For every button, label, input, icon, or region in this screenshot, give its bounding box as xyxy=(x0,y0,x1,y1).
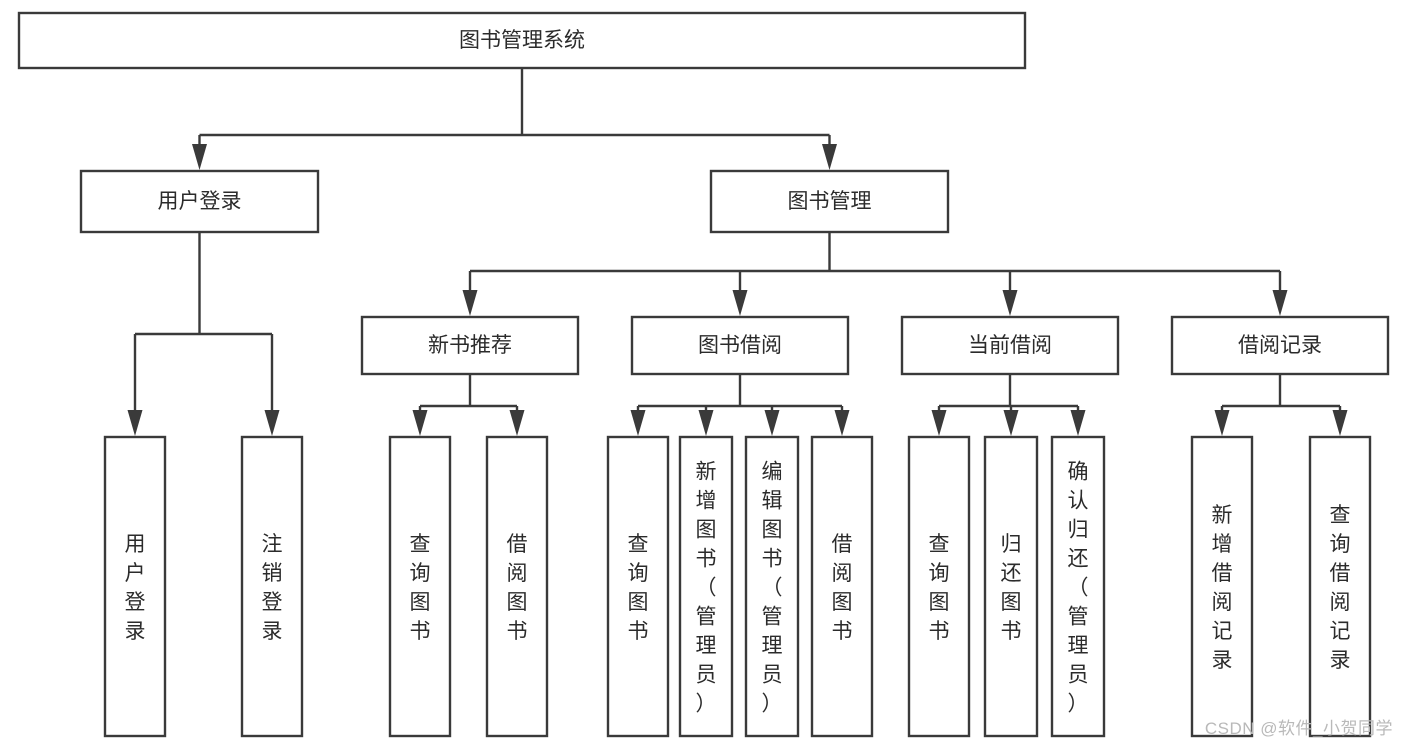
arrow-head-icon xyxy=(698,410,714,436)
node-box[interactable] xyxy=(1308,435,1372,738)
arrow-head-icon xyxy=(412,410,428,436)
node-label: 归还图书 xyxy=(1001,533,1022,643)
node-label: 查询图书 xyxy=(929,533,950,643)
node-box[interactable] xyxy=(360,315,580,376)
connector-layer xyxy=(127,68,1348,436)
node-label: 查询借阅记录 xyxy=(1330,504,1351,672)
arrow-head-icon xyxy=(127,410,143,436)
node-book-borrow[interactable]: 图书借阅 xyxy=(630,315,850,376)
node-box[interactable] xyxy=(810,435,874,738)
node-leaf-add-record[interactable]: 新增借阅记录 xyxy=(1190,435,1254,738)
node-leaf-return-book[interactable]: 归还图书 xyxy=(983,435,1039,738)
node-box[interactable] xyxy=(744,435,800,738)
node-leaf-logout[interactable]: 注销登录 xyxy=(240,435,304,738)
node-borrow-record[interactable]: 借阅记录 xyxy=(1170,315,1390,376)
node-box[interactable] xyxy=(103,435,167,738)
node-label: 注销登录 xyxy=(262,533,283,643)
node-label: 确认归还（管理员） xyxy=(1068,461,1089,716)
watermark-text: CSDN @软件_小贺同学 xyxy=(1204,719,1393,738)
node-box[interactable] xyxy=(17,11,1027,70)
node-label: 编辑图书（管理员） xyxy=(762,461,783,716)
node-label: 新增借阅记录 xyxy=(1212,504,1233,672)
arrow-head-icon xyxy=(1002,290,1018,316)
node-box[interactable] xyxy=(678,435,734,738)
node-label: 查询图书 xyxy=(628,533,649,643)
node-leaf-query-book-3[interactable]: 查询图书 xyxy=(907,435,971,738)
node-box[interactable] xyxy=(983,435,1039,738)
node-label: 图书管理 xyxy=(788,190,872,213)
node-root[interactable]: 图书管理系统 xyxy=(17,11,1027,70)
node-box[interactable] xyxy=(606,435,670,738)
node-label: 新增图书（管理员） xyxy=(696,461,717,716)
arrow-head-icon xyxy=(1332,410,1348,436)
node-box[interactable] xyxy=(900,315,1120,376)
node-leaf-edit-book[interactable]: 编辑图书（管理员） xyxy=(744,435,800,738)
connector-group xyxy=(1214,374,1348,436)
node-label: 用户登录 xyxy=(158,190,242,213)
node-label: 借阅记录 xyxy=(1238,334,1322,357)
node-box[interactable] xyxy=(1170,315,1390,376)
node-label: 查询图书 xyxy=(410,533,431,643)
arrow-head-icon xyxy=(1272,290,1288,316)
arrow-head-icon xyxy=(1214,410,1230,436)
node-box[interactable] xyxy=(485,435,549,738)
node-label: 用户登录 xyxy=(125,533,146,643)
connector-group xyxy=(192,68,837,170)
node-leaf-borrow-book-2[interactable]: 借阅图书 xyxy=(810,435,874,738)
arrow-head-icon xyxy=(192,144,207,170)
node-box[interactable] xyxy=(388,435,452,738)
node-new-book-rec[interactable]: 新书推荐 xyxy=(360,315,580,376)
node-box[interactable] xyxy=(907,435,971,738)
node-box[interactable] xyxy=(79,169,320,234)
node-leaf-user-login[interactable]: 用户登录 xyxy=(103,435,167,738)
node-label: 借阅图书 xyxy=(507,533,528,643)
node-leaf-query-book-2[interactable]: 查询图书 xyxy=(606,435,670,738)
node-box[interactable] xyxy=(1050,435,1106,738)
arrow-head-icon xyxy=(630,410,646,436)
connector-group xyxy=(412,374,525,436)
node-book-manage[interactable]: 图书管理 xyxy=(709,169,950,234)
node-label: 当前借阅 xyxy=(968,334,1052,357)
node-layer: 图书管理系统用户登录图书管理新书推荐图书借阅当前借阅借阅记录用户登录注销登录查询… xyxy=(17,11,1390,738)
node-leaf-confirm-return[interactable]: 确认归还（管理员） xyxy=(1050,435,1106,738)
node-box[interactable] xyxy=(709,169,950,234)
node-box[interactable] xyxy=(1190,435,1254,738)
node-label: 借阅图书 xyxy=(832,533,853,643)
node-box[interactable] xyxy=(240,435,304,738)
arrow-head-icon xyxy=(764,410,780,436)
arrow-head-icon xyxy=(462,290,478,316)
connector-group xyxy=(630,374,850,436)
node-box[interactable] xyxy=(630,315,850,376)
connector-group xyxy=(931,374,1086,436)
node-leaf-add-book[interactable]: 新增图书（管理员） xyxy=(678,435,734,738)
arrow-head-icon xyxy=(264,410,280,436)
node-leaf-borrow-book-1[interactable]: 借阅图书 xyxy=(485,435,549,738)
node-label: 图书借阅 xyxy=(698,334,782,357)
arrow-head-icon xyxy=(834,410,850,436)
connector-group xyxy=(462,232,1288,316)
arrow-head-icon xyxy=(1070,410,1086,436)
arrow-head-icon xyxy=(509,410,525,436)
arrow-head-icon xyxy=(822,144,837,170)
node-label: 新书推荐 xyxy=(428,334,512,357)
arrow-head-icon xyxy=(732,290,748,316)
node-label: 图书管理系统 xyxy=(459,29,585,52)
arrow-head-icon xyxy=(1003,410,1019,436)
arrow-head-icon xyxy=(931,410,947,436)
node-current-borrow[interactable]: 当前借阅 xyxy=(900,315,1120,376)
node-leaf-query-record[interactable]: 查询借阅记录 xyxy=(1308,435,1372,738)
node-user-login[interactable]: 用户登录 xyxy=(79,169,320,234)
node-leaf-query-book-1[interactable]: 查询图书 xyxy=(388,435,452,738)
connector-group xyxy=(127,232,280,436)
